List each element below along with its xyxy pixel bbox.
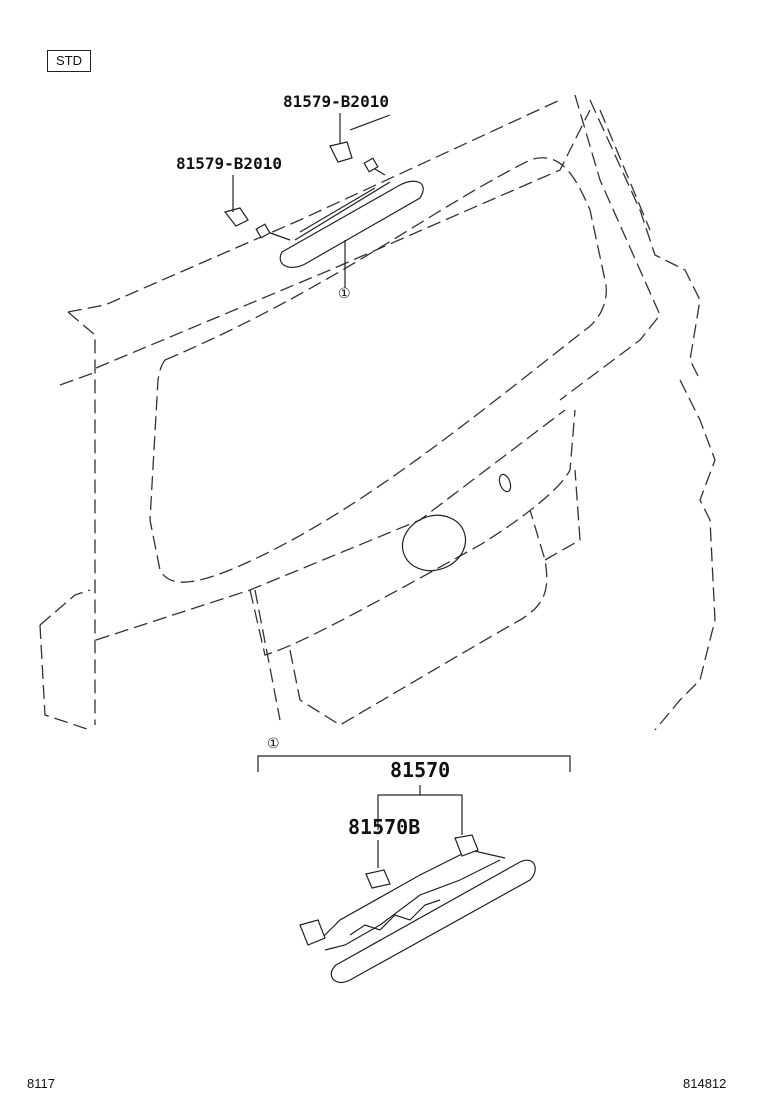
callout-marker-top: ① bbox=[338, 286, 351, 302]
tailgate-outline bbox=[39, 94, 716, 731]
stop-lamp-installed bbox=[223, 113, 424, 288]
footer-right-code: 814812 bbox=[683, 1076, 727, 1091]
assembly-part-number: 81570 bbox=[390, 758, 450, 782]
part-label-clip-upper: 81579-B2010 bbox=[283, 92, 389, 111]
assembly-bracket bbox=[257, 755, 571, 868]
footer-left-code: 8117 bbox=[27, 1076, 55, 1091]
sub-part-number: 81570B bbox=[348, 815, 420, 839]
stop-lamp-exploded bbox=[299, 834, 536, 984]
variant-tag: STD bbox=[47, 50, 91, 72]
callout-marker-bottom: ① bbox=[267, 736, 280, 752]
part-label-clip-lower: 81579-B2010 bbox=[176, 154, 282, 173]
